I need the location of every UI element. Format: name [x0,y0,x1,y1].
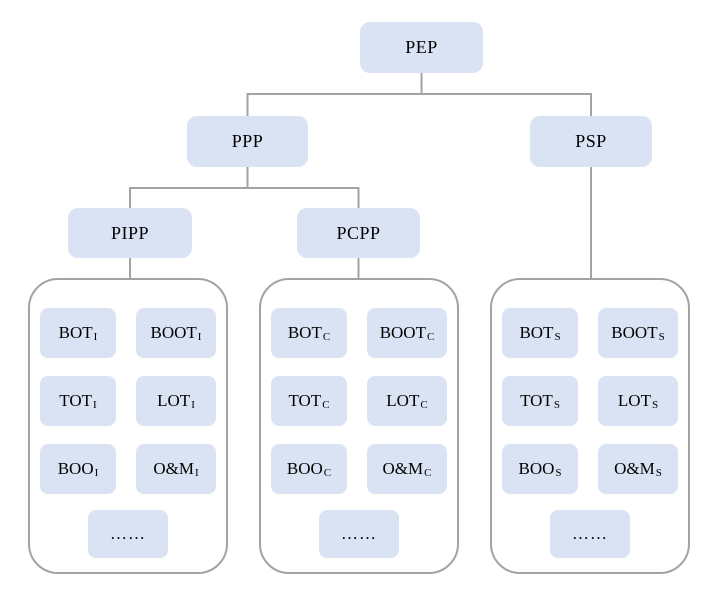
node-ellipsis-pcpp-label: …… [341,524,377,543]
node-ppp: PPP [187,116,308,167]
node-tot-s-subscript: S [553,398,560,411]
node-bot-c-subscript: C [322,330,331,343]
node-boo-s-label: BOO [518,459,555,478]
node-ellipsis-psp: …… [550,510,630,558]
node-tot-i-subscript: I [93,398,97,411]
node-bot-c-label: BOT [287,323,322,342]
node-boot-s-subscript: S [658,330,665,343]
node-tot-c-subscript: C [322,398,330,411]
node-om-s-label: O&M [614,459,655,478]
node-boot-c-label: BOOT [379,323,426,342]
node-lot-c-subscript: C [420,398,428,411]
node-boo-s-subscript: S [555,466,562,479]
node-boo-c-label: BOO [286,459,323,478]
node-pipp-label: PIPP [110,222,150,243]
node-lot-i-label: LOT [157,391,191,410]
node-boot-i-subscript: I [197,330,202,343]
node-boo-i-label: BOO [57,459,94,478]
node-ellipsis-pipp: …… [88,510,168,558]
node-om-c-subscript: C [424,466,432,479]
node-bot-i-label: BOT [58,323,93,342]
node-lot-s-subscript: S [651,398,659,411]
node-boot-s-label: BOOT [611,323,658,342]
node-ellipsis-psp-label: …… [572,524,608,543]
node-boot-c-subscript: C [426,330,435,343]
node-lot-i-subscript: I [191,398,195,411]
node-pipp: PIPP [68,208,192,258]
node-tot-c-label: TOT [288,391,322,410]
node-tot-s-label: TOT [520,391,553,410]
node-psp: PSP [530,116,652,167]
node-om-s-subscript: S [655,466,662,479]
node-boo-c-subscript: C [323,466,332,479]
node-bot-i-subscript: I [93,330,98,343]
node-om-c-label: O&M [382,459,424,478]
node-pcpp: PCPP [297,208,420,258]
node-pep-label: PEP [405,37,438,57]
node-om-i-subscript: I [194,466,199,479]
node-lot-s-label: LOT [617,391,651,410]
node-pcpp-label: PCPP [336,222,381,243]
node-boo-i-subscript: I [94,466,99,479]
node-tot-i-label: TOT [59,391,93,410]
node-pep: PEP [360,22,483,73]
node-ppp-label: PPP [231,131,264,151]
node-psp-label: PSP [575,131,607,151]
node-ellipsis-pcpp: …… [319,510,399,558]
node-lot-c-label: LOT [386,391,420,410]
node-boot-i-label: BOOT [150,323,197,342]
node-ellipsis-pipp-label: …… [110,524,146,543]
node-bot-s-label: BOT [519,323,554,342]
node-om-i-label: O&M [153,459,194,478]
node-bot-s-subscript: S [554,330,561,343]
